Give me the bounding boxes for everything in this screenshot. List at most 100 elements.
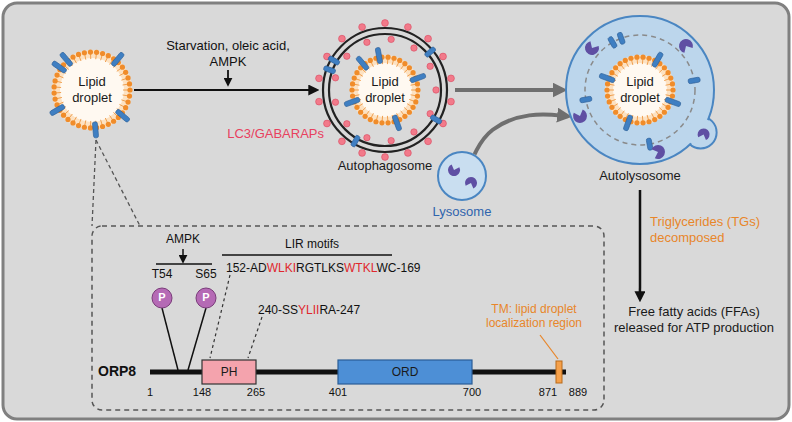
membrane-protein bbox=[51, 60, 67, 73]
lipid-head bbox=[410, 70, 415, 75]
lipid-head bbox=[640, 55, 645, 60]
text-slot: P bbox=[196, 288, 216, 308]
zoom-inset bbox=[92, 226, 604, 410]
membrane-protein bbox=[111, 52, 125, 67]
lipid-droplet: Lipid droplet bbox=[602, 52, 678, 128]
membrane-protein bbox=[350, 135, 360, 148]
membrane-protein bbox=[49, 104, 65, 116]
flow-arrow bbox=[455, 88, 563, 92]
droplet-core bbox=[613, 63, 667, 117]
lipid-head bbox=[407, 110, 412, 115]
lc3-dot bbox=[364, 39, 370, 45]
shape-group bbox=[152, 288, 172, 308]
site-bracket bbox=[156, 263, 212, 265]
lipid-tail bbox=[637, 116, 638, 121]
lipid-head bbox=[368, 117, 373, 122]
sequence-part: 152-AD bbox=[226, 261, 267, 275]
lipid-head bbox=[605, 93, 610, 98]
lysosomal-enzyme bbox=[464, 175, 479, 189]
lysosomal-enzyme bbox=[651, 143, 667, 160]
lipid-tail bbox=[57, 97, 62, 98]
lipid-tail bbox=[85, 120, 86, 125]
tm-leader bbox=[540, 335, 558, 359]
sequence-part: WC-169 bbox=[377, 261, 421, 275]
lipid-tail bbox=[59, 76, 64, 78]
lipid-tail bbox=[621, 111, 624, 115]
lipid-head bbox=[106, 53, 111, 58]
lipid-tail bbox=[401, 65, 404, 69]
lipid-head bbox=[623, 58, 628, 63]
lipid-tail bbox=[647, 60, 648, 65]
lipid-head bbox=[358, 110, 363, 115]
node-label: Lipid droplet bbox=[359, 74, 412, 105]
lipid-head bbox=[662, 110, 667, 115]
lipid-tail bbox=[632, 60, 633, 65]
label-slot: LIR motifs bbox=[262, 237, 362, 251]
lipid-tail bbox=[362, 108, 366, 111]
lipid-tail bbox=[659, 69, 663, 72]
droplet-shell bbox=[605, 55, 675, 125]
lipid-tail bbox=[656, 111, 659, 115]
lipid-tail bbox=[101, 120, 102, 125]
lipid-tail bbox=[90, 121, 91, 126]
sequence-part: RA-247 bbox=[319, 303, 360, 317]
lc3-dot bbox=[388, 36, 394, 42]
lipid-tail bbox=[409, 99, 414, 101]
lipid-head bbox=[82, 50, 87, 55]
lipid-head bbox=[106, 122, 111, 127]
membrane-protein bbox=[599, 73, 616, 83]
lc3-dot bbox=[411, 45, 417, 51]
node-label: P bbox=[158, 291, 165, 304]
lipid-head bbox=[111, 119, 116, 124]
label-slot: T54 bbox=[144, 267, 180, 281]
lipid-head bbox=[397, 58, 402, 63]
lipid-head bbox=[652, 117, 657, 122]
membrane-protein bbox=[375, 47, 383, 64]
shape-group bbox=[566, 16, 717, 164]
label-slot: LC3/GABARAPs bbox=[224, 126, 324, 142]
lipid-head bbox=[123, 70, 128, 75]
lipid-head bbox=[670, 81, 675, 86]
lipid-head bbox=[125, 75, 130, 80]
lipid-head bbox=[634, 120, 639, 125]
lipid-head bbox=[88, 125, 93, 130]
lipid-head bbox=[94, 50, 99, 55]
lipid-tail bbox=[621, 65, 624, 69]
motif-title: LIR motifs bbox=[262, 237, 362, 251]
lipid-head bbox=[391, 56, 396, 61]
lipid-head bbox=[646, 119, 651, 124]
node-label: ORD bbox=[392, 365, 419, 379]
node-label: Free fatty acids (FFAs) released for ATP… bbox=[606, 304, 782, 335]
lipid-tail bbox=[377, 115, 378, 120]
lipid-head bbox=[613, 65, 618, 70]
lipid-head bbox=[350, 81, 355, 86]
membrane-protein bbox=[607, 36, 617, 49]
lipid-head bbox=[413, 99, 418, 104]
lipid-head bbox=[640, 120, 645, 125]
lipid-head bbox=[605, 81, 610, 86]
lipid-tail bbox=[366, 111, 369, 115]
lysosomal-enzyme bbox=[696, 127, 711, 141]
shape-group bbox=[316, 20, 455, 161]
motif-leader bbox=[210, 275, 230, 358]
text-slot: Lipid droplet bbox=[605, 55, 675, 125]
droplet-core bbox=[358, 63, 412, 117]
lipid-tail bbox=[74, 59, 77, 63]
lc3-dot bbox=[359, 24, 366, 31]
lipid-tail bbox=[411, 90, 416, 91]
shape-group bbox=[196, 288, 216, 308]
lipid-head bbox=[100, 124, 105, 129]
sequence-row: 152-ADWLKIRGTLKSWTKLWC-169 bbox=[226, 258, 421, 276]
lc3-dot bbox=[324, 120, 331, 127]
membrane-protein bbox=[92, 122, 98, 138]
lc3-dot bbox=[425, 138, 432, 145]
lipid-tail bbox=[371, 62, 373, 66]
shape-group bbox=[344, 47, 427, 131]
shape-group bbox=[202, 360, 256, 384]
lipid-tail bbox=[609, 90, 614, 91]
lipid-tail bbox=[662, 74, 666, 77]
lipid-tail bbox=[411, 84, 416, 86]
label-slot: TM: lipid droplet localization region bbox=[466, 302, 602, 331]
sequence-motif: WLKI bbox=[267, 261, 296, 275]
site-label: T54 bbox=[144, 267, 180, 281]
